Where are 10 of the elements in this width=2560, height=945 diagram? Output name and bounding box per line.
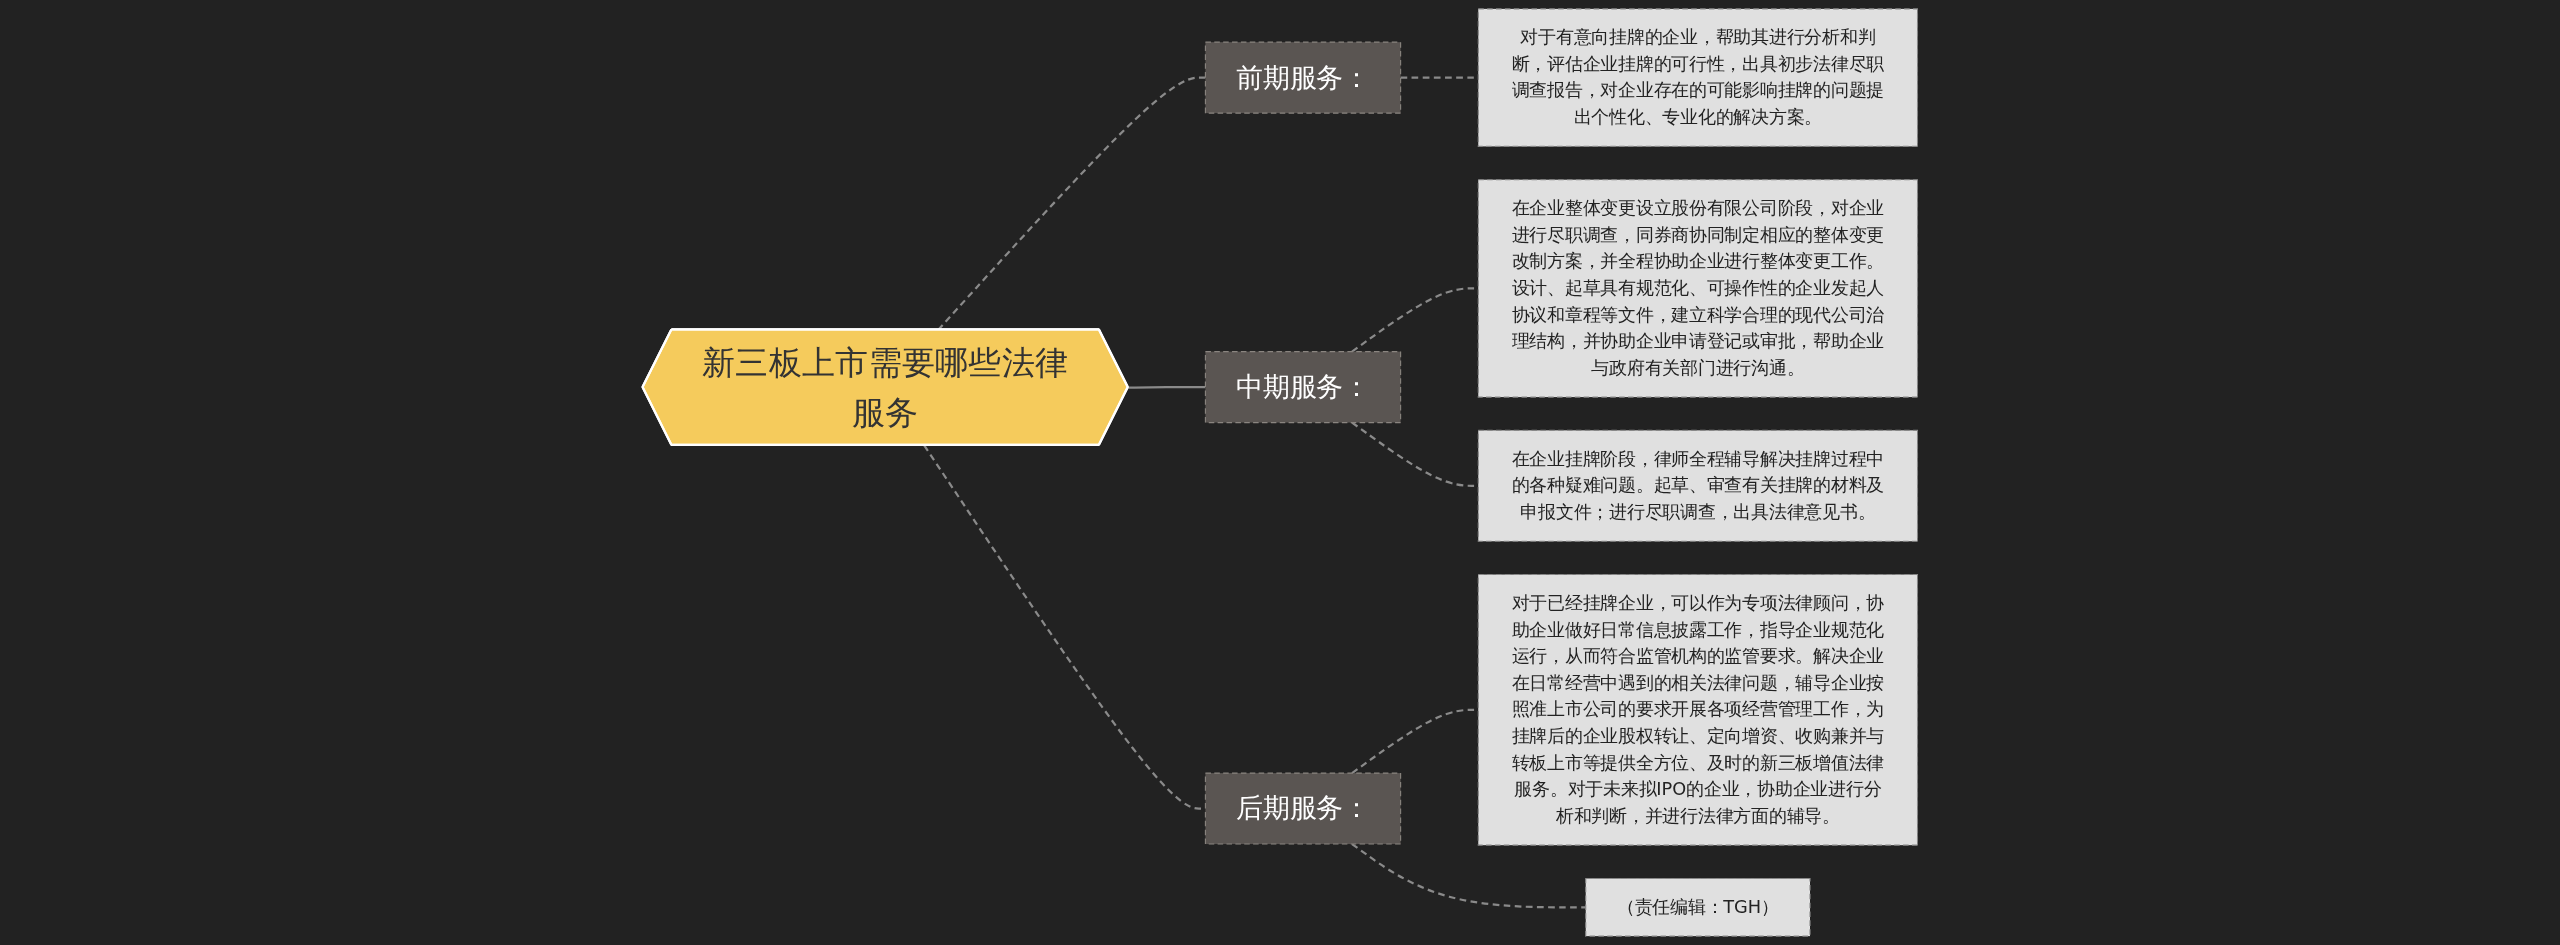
node-box: 对于已经挂牌企业，可以作为专项法律顾问，协助企业做好日常信息披露工作，指导企业规范化运行，从而符合监管机构的监管要求。解决企业在日常经营中遇到的相关法律问题，辅导企业按照准上市公司的要求开展各项经营管理工作，为挂牌后的企业股权转让、定向增资、收购兼并与转板上市等提供全方位、及时的新三板增值法律服务。对于未来拟IPO的企业，协助企业进行分析和判断，并进行法律方面的辅导。 — [1477, 574, 1919, 846]
node-box: 前期服务： — [1204, 41, 1402, 114]
node-box: 中期服务： — [1204, 351, 1402, 424]
node-box: 对于有意向挂牌的企业，帮助其进行分析和判断，评估企业挂牌的可行性，出具初步法律尽职调查报告，对企业存在的可能影响挂牌的问题提出个性化、专业化的解决方案。 — [1477, 8, 1919, 147]
node-box: 在企业整体变更设立股份有限公司阶段，对企业进行尽职调查，同券商协同制定相应的整体变更改制方案，并全程协助企业进行整体变更工作。设计、起草具有规范化、可操作性的企业发起人协议和章程等文件，建立科学合理的现代公司治理结构，并协助企业申请登记或审批，帮助企业与政府有关部门进行沟通。 — [1477, 179, 1919, 398]
node-box: （责任编辑：TGH） — [1585, 877, 1811, 937]
node-box: 在企业挂牌阶段，律师全程辅导解决挂牌过程中的各种疑难问题。起草、审查有关挂牌的材料及申报文件；进行尽职调查，出具法律意见书。 — [1477, 429, 1919, 542]
connector — [1128, 386, 1206, 389]
connector — [1351, 843, 1586, 909]
node-box: 后期服务： — [1204, 772, 1402, 845]
